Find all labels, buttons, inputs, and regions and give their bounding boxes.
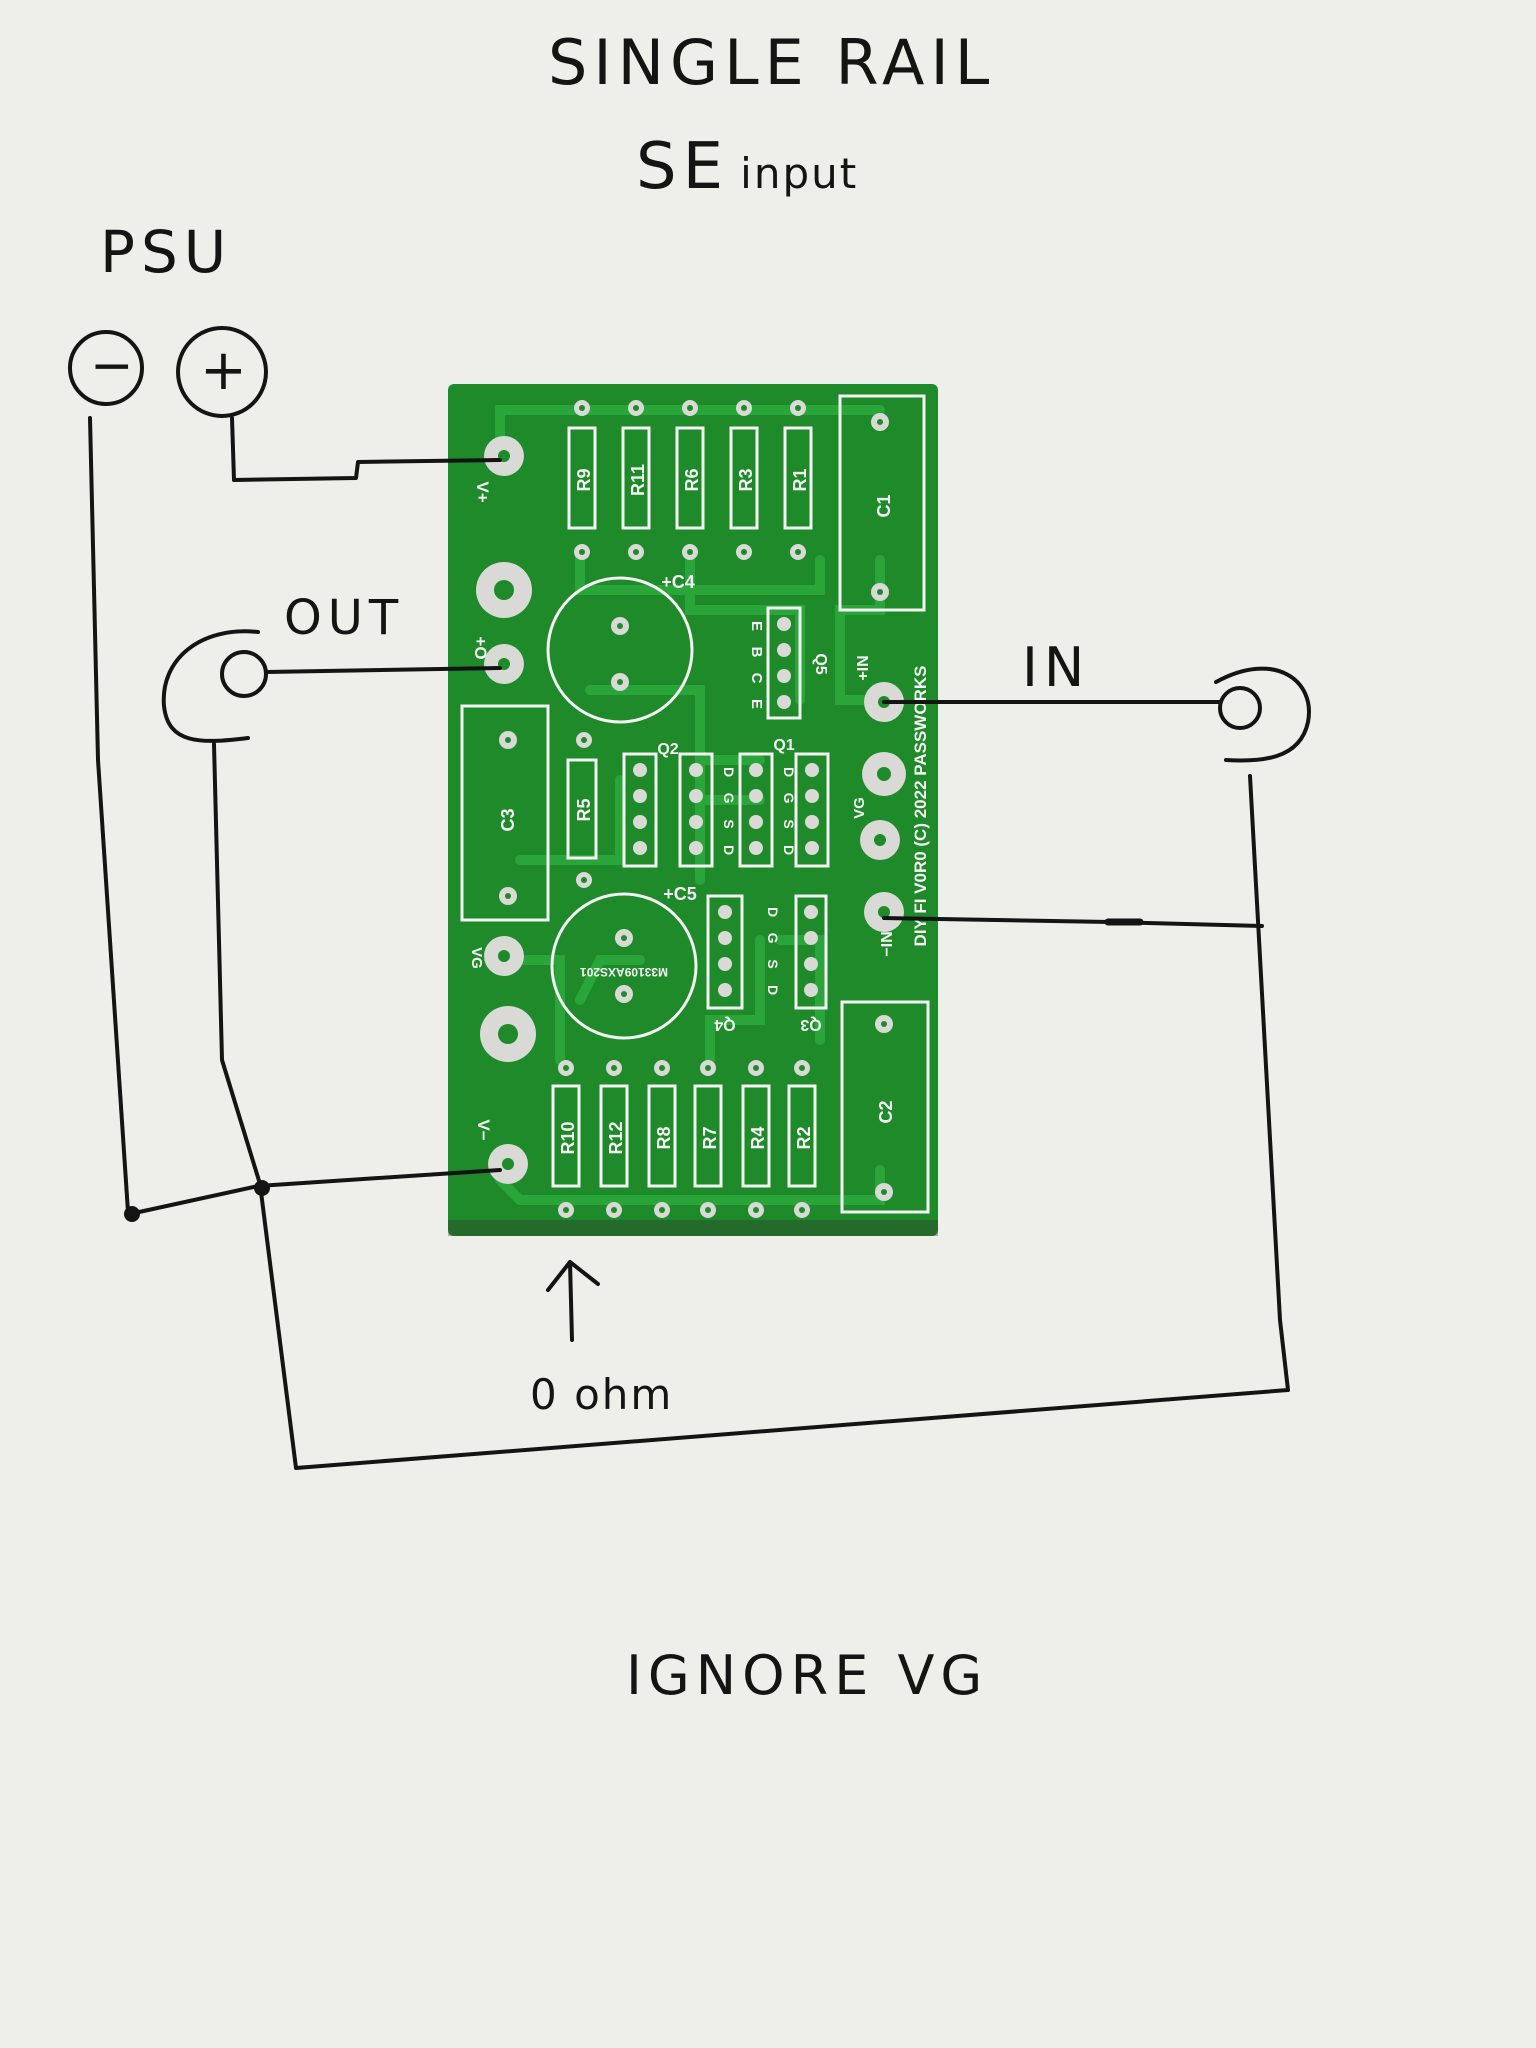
resistors-top: R9 R11 R6 R3 R1	[567, 400, 813, 560]
pad-label-vg-left: VG	[468, 947, 485, 969]
q3-pin-g: G	[765, 933, 781, 944]
transistor-q3: D G S D Q3	[765, 894, 828, 1033]
resistor-label-r6: R6	[682, 468, 702, 491]
resistor-label-r4: R4	[748, 1126, 768, 1149]
capacitor-label-c2: C2	[876, 1100, 896, 1123]
q2-pin-d2: D	[721, 845, 737, 855]
pad-label-in-minus: −IN	[879, 931, 896, 956]
right-pads: +IN VG −IN DIY FI V0R0 (C) 2022 PASSWORK…	[851, 655, 930, 956]
resistor-label-r8: R8	[654, 1126, 674, 1149]
wire-out-signal	[264, 666, 502, 674]
q2-pin-g: G	[721, 793, 737, 804]
arrow-zero-ohm	[546, 1260, 600, 1342]
q5-pin-c: C	[748, 673, 765, 684]
title-se: SE	[636, 130, 730, 204]
pad-label-vg-right: VG	[851, 797, 868, 819]
transistor-q1: Q1 D G S D	[738, 737, 830, 868]
wire-ground-to-vminus	[128, 1168, 502, 1216]
resistor-label-r7: R7	[700, 1126, 720, 1149]
psu-minus-terminal	[68, 330, 144, 406]
resistor-label-r9: R9	[574, 468, 594, 491]
q5-pin-e2: E	[748, 699, 765, 709]
capacitor-c2: C2	[840, 1000, 930, 1214]
capacitor-label-c5: +C5	[663, 884, 697, 904]
q1-pin-d1: D	[781, 767, 797, 777]
out-jack	[161, 629, 260, 743]
title-input: input	[740, 149, 859, 198]
q1-pin-g: G	[781, 793, 797, 804]
wire-psu-minus-ground	[88, 416, 130, 1214]
capacitor-c1: C1	[838, 394, 926, 612]
junction-dot-left	[124, 1206, 140, 1222]
hand-wires	[68, 326, 1311, 1470]
wire-in-minus	[882, 916, 1264, 928]
q3-pin-d1: D	[765, 907, 781, 917]
q5-pin-b: B	[748, 647, 765, 658]
resistor-label-r3: R3	[736, 468, 756, 491]
psu-plus-terminal	[176, 326, 268, 418]
resistor-r5: R5	[566, 732, 598, 888]
pad-label-v-plus: V+	[473, 481, 492, 502]
psu-minus-sign: −	[90, 336, 134, 396]
capacitor-label-c4: +C4	[661, 572, 695, 592]
zero-ohm-note: 0 ohm	[530, 1370, 674, 1419]
q2-pin-s: S	[721, 819, 737, 828]
capacitor-c3: C3	[460, 704, 550, 922]
psu-label: PSU	[100, 218, 233, 286]
psu-plus-sign: +	[200, 338, 247, 403]
resistor-label-r5: R5	[574, 798, 594, 821]
title-line-2: SE input	[636, 130, 858, 204]
transistor-q2: Q2 D G S D	[622, 741, 737, 868]
transistor-q4: Q4	[706, 894, 744, 1033]
resistor-label-r2: R2	[794, 1126, 814, 1149]
resistor-label-r12: R12	[606, 1121, 626, 1154]
capacitor-c5: +C5 M33109AXS201	[550, 884, 698, 1040]
q2-pin-d1: D	[721, 767, 737, 777]
transistor-label-q4: Q4	[714, 1016, 735, 1033]
in-label: IN	[1022, 636, 1091, 699]
title-line-1: SINGLE RAIL	[548, 26, 996, 99]
wire-psu-plus-to-vplus	[230, 416, 502, 482]
junction-dot-mid	[254, 1180, 270, 1196]
pad-label-out-plus: +O	[471, 636, 490, 659]
q3-pin-s: S	[765, 959, 781, 968]
pcb-credit: DIY FI V0R0 (C) 2022 PASSWORKS	[911, 666, 930, 947]
transistor-q5: E B C E Q5	[748, 606, 829, 720]
resistors-bottom: R10 R12 R8 R7 R4 R2	[551, 1060, 817, 1218]
q1-pin-d2: D	[781, 845, 797, 855]
transistor-label-q5: Q5	[812, 653, 829, 674]
wire-return-up	[1248, 774, 1290, 1392]
pcb-board: R9 R11 R6 R3 R1 C1 V+ +O VG	[448, 384, 938, 1236]
chip-code: M33109AXS201	[580, 965, 668, 979]
pad-label-in-plus: +IN	[855, 655, 872, 680]
out-label: OUT	[284, 590, 405, 646]
transistor-label-q1: Q1	[773, 737, 794, 754]
capacitor-label-c1: C1	[874, 494, 894, 517]
capacitor-label-c3: C3	[498, 808, 518, 831]
resistor-label-r11: R11	[628, 464, 648, 496]
q5-pin-e1: E	[748, 621, 765, 631]
capacitor-c4: +C4	[546, 572, 695, 724]
out-jack-center	[220, 650, 268, 698]
footer-note: IGNORE VG	[626, 1644, 989, 1707]
q1-pin-s: S	[781, 819, 797, 828]
transistor-label-q2: Q2	[657, 741, 678, 758]
resistor-label-r10: R10	[558, 1121, 578, 1154]
pad-label-v-minus: V−	[474, 1119, 493, 1140]
in-jack-center	[1218, 686, 1262, 730]
transistor-label-q3: Q3	[800, 1016, 821, 1033]
in-jack	[1214, 666, 1311, 763]
resistor-label-r1: R1	[790, 468, 810, 491]
q3-pin-d2: D	[765, 985, 781, 995]
